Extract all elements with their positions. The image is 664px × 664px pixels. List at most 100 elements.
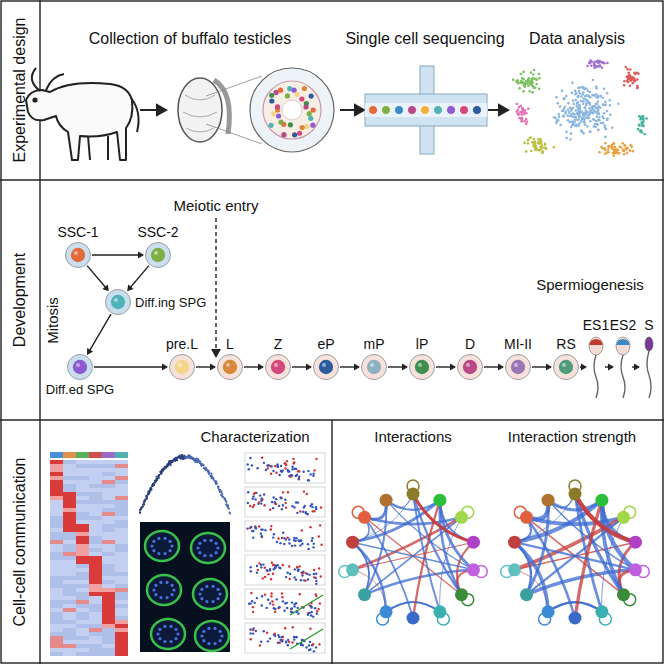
heatmap-cell	[89, 596, 102, 600]
tubule-cell	[291, 88, 296, 93]
heatmap-cell	[115, 540, 128, 544]
plot-point	[254, 602, 256, 604]
nucleus-dot	[218, 592, 221, 595]
plot-point	[256, 467, 258, 469]
tsne-point	[538, 142, 541, 145]
tsne-point	[523, 142, 526, 145]
plot-point	[258, 562, 260, 564]
plot-point	[307, 470, 309, 472]
tsne-point	[584, 95, 587, 98]
network-node	[617, 588, 630, 601]
plot-point	[298, 478, 300, 480]
highlight	[514, 363, 518, 367]
plot-point	[270, 595, 272, 597]
plot-point	[260, 566, 262, 568]
tsne-point	[587, 117, 590, 120]
cell-nucleus	[415, 360, 429, 374]
heatmap-cell	[102, 544, 115, 548]
heatmap-cell	[50, 480, 63, 484]
plot-point	[286, 460, 288, 462]
tsne-point	[596, 60, 599, 63]
heatmap-cell	[115, 544, 128, 548]
network-plot	[501, 480, 649, 625]
heatmap-cell	[76, 560, 89, 564]
nucleus-dot	[163, 640, 166, 643]
plot-point	[306, 493, 308, 495]
tsne-point	[561, 109, 564, 112]
panel-heading: Cell-cell communication	[11, 458, 29, 627]
plot-point	[254, 525, 256, 527]
tsne-point	[529, 80, 532, 83]
heatmap-cell	[115, 620, 128, 624]
tsne-point	[606, 92, 609, 95]
heatmap-cell	[50, 608, 63, 612]
plot-point	[293, 638, 295, 640]
tsne-point	[595, 85, 598, 88]
tsne-point	[595, 96, 598, 99]
heatmap-cell	[63, 588, 76, 592]
heatmap-cell	[76, 500, 89, 504]
plot-point	[295, 537, 297, 539]
tsne-point	[524, 82, 527, 85]
plot-point	[313, 469, 315, 471]
network-node	[467, 563, 480, 576]
plot-point	[281, 508, 283, 510]
tsne-point	[606, 151, 609, 154]
sperm-node: ES1	[588, 335, 604, 399]
plot-point	[261, 604, 263, 606]
heatmap-cell	[63, 528, 76, 532]
plot-point	[301, 542, 303, 544]
nucleus-dot	[205, 600, 208, 603]
plot-point	[275, 498, 277, 500]
tsne-point	[625, 148, 628, 151]
heatmap-cell	[115, 500, 128, 504]
tubule-cell	[281, 132, 286, 137]
tsne-point	[638, 124, 641, 127]
tsne-point	[611, 126, 614, 129]
plot-point	[281, 640, 283, 642]
plot-point	[309, 473, 311, 475]
flow-arrow	[499, 105, 508, 115]
plot-point	[261, 595, 263, 597]
plot-point	[305, 646, 307, 648]
plot-point	[280, 470, 282, 472]
plot-point	[272, 507, 274, 509]
tsne-point	[528, 77, 531, 80]
tsne-point	[607, 148, 610, 151]
tsne-point	[562, 110, 565, 113]
network-node	[380, 494, 393, 507]
heatmap-cell	[50, 528, 63, 532]
tsne-point	[583, 121, 586, 124]
plot-point	[261, 457, 263, 459]
tsne-point	[630, 145, 633, 148]
tsne-point	[613, 146, 616, 149]
plot-point	[310, 605, 312, 607]
plot-point	[280, 496, 282, 498]
tsne-point	[584, 88, 587, 91]
tsne-point	[636, 86, 639, 89]
plot-point	[285, 506, 287, 508]
cell-label: SSC-1	[57, 224, 98, 240]
droplet	[369, 106, 378, 115]
connector	[196, 366, 211, 367]
plot-point	[289, 475, 291, 477]
tsne-point	[585, 102, 588, 105]
tsne-point	[528, 90, 531, 93]
nucleus-dot	[163, 625, 166, 628]
heatmap-cell	[76, 596, 89, 600]
nucleus-dot	[202, 630, 205, 633]
heatmap-cell	[63, 632, 76, 636]
plot-point	[287, 491, 289, 493]
tsne-point	[530, 71, 533, 74]
connector	[92, 254, 139, 255]
heatmap-cell	[115, 612, 128, 616]
cell-node: lP	[409, 354, 435, 380]
tsne-point	[645, 117, 648, 120]
heatmap-cell	[102, 472, 115, 476]
nucleus-dot	[170, 593, 173, 596]
flow-arrow	[355, 105, 364, 115]
heatmap-cell	[89, 564, 102, 568]
heatmap-cell	[63, 604, 76, 608]
heatmap-cell	[89, 640, 102, 644]
